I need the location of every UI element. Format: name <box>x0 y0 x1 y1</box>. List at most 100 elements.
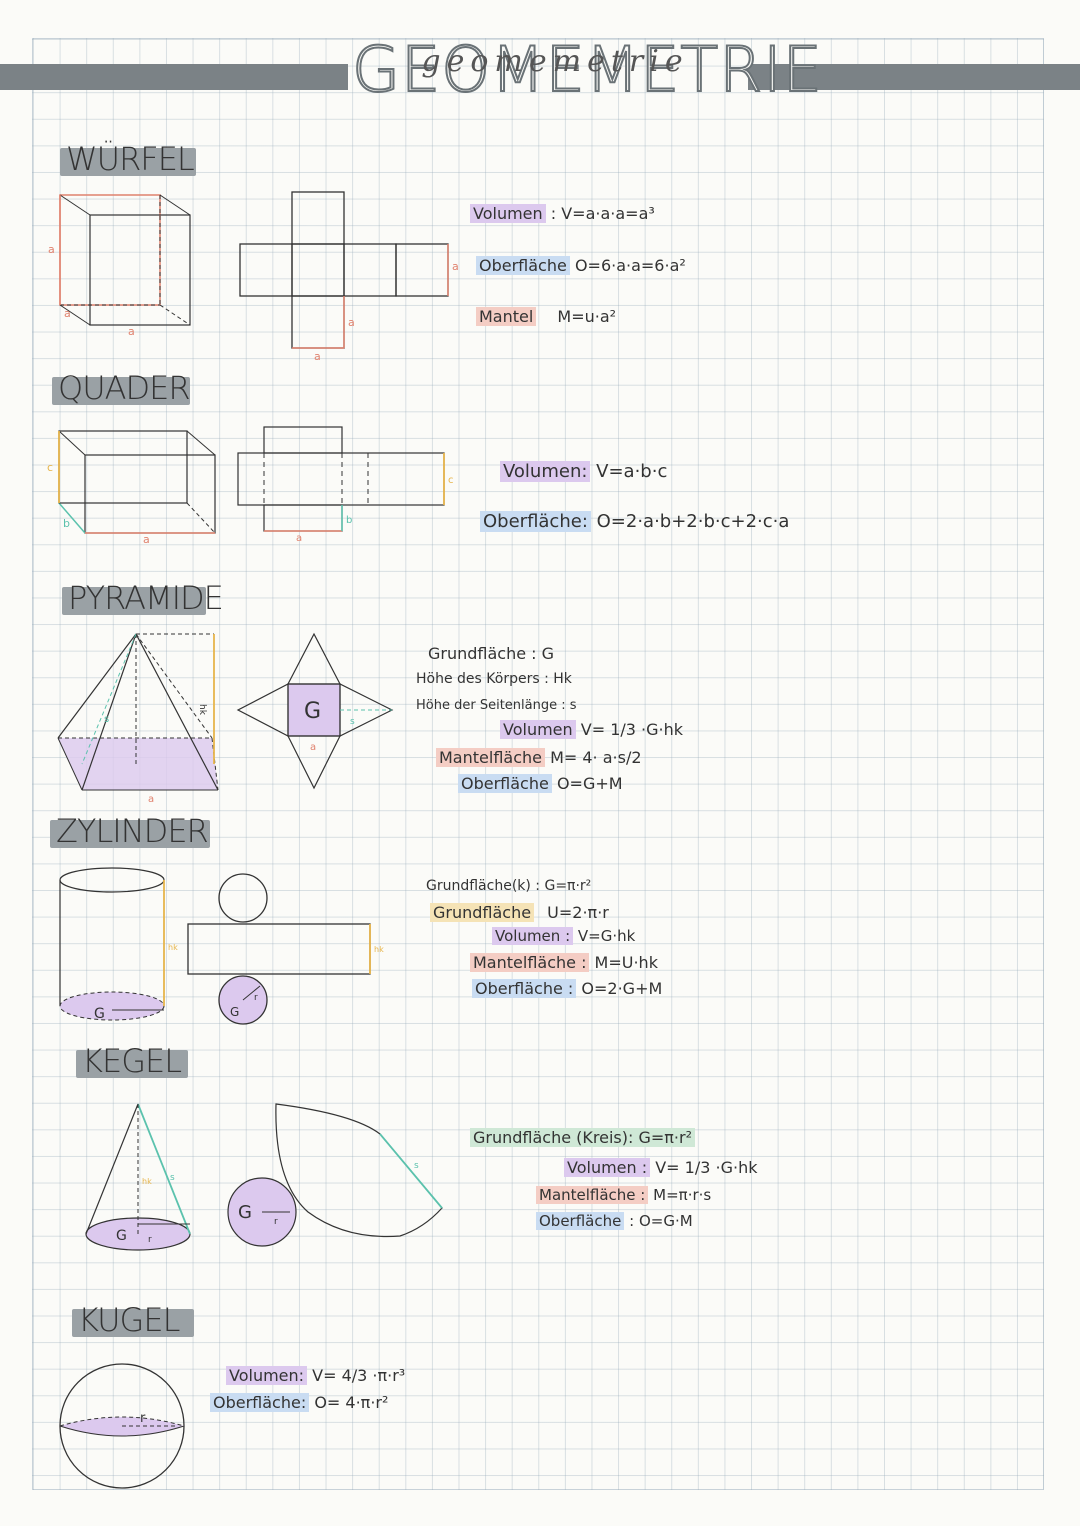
net-label-c: c <box>448 475 454 486</box>
net-label-b: b <box>346 515 352 526</box>
section-heading-wuerfel: WÜRFEL <box>60 140 196 178</box>
cylinder-figure: G hk <box>59 867 178 1022</box>
mantle-label: Mantelfläche : <box>470 953 590 972</box>
section-heading-quader: QUADER <box>52 369 191 407</box>
cube-edge-label: a <box>48 243 55 256</box>
volume-label: Volumen : <box>564 1158 651 1177</box>
sphere-surface-formula: Oberfläche: O= 4·π·r² <box>210 1393 388 1412</box>
cylinder-mantle-formula: Mantelfläche : M=U·hk <box>470 953 658 972</box>
surface-label: Oberfläche <box>476 256 570 275</box>
volume-label: Volumen: <box>226 1366 308 1385</box>
mantle-formula: M=u·a² <box>557 307 617 326</box>
cone-surface-formula: Oberfläche : O=G·M <box>536 1212 693 1230</box>
cube-mantle-formula: Mantel M=u·a² <box>476 307 616 326</box>
surface-label: Oberfläche: <box>210 1393 310 1412</box>
pyramid-height-def: Höhe des Körpers : Hk <box>416 671 572 687</box>
section-label: PYRAMIDE <box>68 579 224 617</box>
volume-formula: V= 4/3 ·π·r³ <box>312 1366 406 1385</box>
volume-label: Volumen : <box>492 927 574 945</box>
cone-label-g: G <box>116 1228 127 1244</box>
cone-net-label-r: r <box>274 1217 278 1227</box>
page-title-script: geomemetrie <box>421 44 689 79</box>
cone-figure: G r hk s <box>85 1103 191 1251</box>
cuboid-label-c: c <box>47 461 53 474</box>
cube-surface-formula: Oberfläche O=6·a·a=6·a² <box>476 256 686 275</box>
volume-formula: V= 1/3 ·G·hk <box>655 1158 758 1177</box>
cone-volume-formula: Volumen : V= 1/3 ·G·hk <box>564 1158 757 1177</box>
section-heading-pyramide: PYRAMIDE <box>62 579 224 617</box>
mantle-label: Mantelfläche <box>436 748 545 767</box>
pyramid-net-base-label: G <box>304 699 321 724</box>
cylinder-net-label-g: G <box>230 1005 239 1019</box>
pyramid-net: G s a <box>236 632 394 790</box>
mantle-formula: M=U·hk <box>594 953 658 972</box>
cuboid-label-a: a <box>143 533 150 546</box>
volume-formula: : V=a·a·a=a³ <box>550 204 655 223</box>
net-edge-label: a <box>348 316 355 329</box>
surface-formula: O=G+M <box>556 774 623 793</box>
cone-label-r: r <box>148 1235 152 1245</box>
pyramid-label-s: s <box>104 714 109 725</box>
cuboid-surface-formula: Oberfläche: O=2·a·b+2·b·c+2·c·a <box>480 511 789 532</box>
cube-net: a a a <box>239 191 459 363</box>
title-band-right <box>748 64 1080 90</box>
pyramid-slant-def: Höhe der Seitenlänge : s <box>416 698 577 713</box>
mantle-formula: M=π·r·s <box>653 1186 712 1204</box>
cylinder-volume-formula: Volumen : V=G·hk <box>492 927 635 945</box>
sphere-figure: r <box>59 1363 185 1489</box>
cuboid-figure: c b a <box>47 430 216 546</box>
surface-label: Oberfläche : <box>472 979 577 998</box>
cuboid-net: c b a <box>237 426 454 544</box>
volume-formula: V=G·hk <box>577 927 636 945</box>
surface-formula: O= 4·π·r² <box>314 1393 389 1412</box>
pyramid-figure: hk s a <box>57 633 219 805</box>
cone-label-hk: hk <box>142 1177 152 1186</box>
pyramid-net-label-a: a <box>310 742 316 753</box>
cone-net: G r s <box>227 1103 443 1247</box>
cuboid-label-b: b <box>63 517 70 530</box>
net-edge-label: a <box>452 260 459 273</box>
pyramid-net-label-s: s <box>350 717 355 727</box>
cube-figure: a a a <box>48 194 191 338</box>
volume-formula: V= 1/3 ·G·hk <box>580 720 683 739</box>
pyramid-mantle-formula: Mantelfläche M= 4· a·s/2 <box>436 748 642 767</box>
section-label: ZYLINDER <box>56 812 209 850</box>
surface-label: Oberfläche <box>458 774 552 793</box>
cone-mantle-formula: Mantelfläche : M=π·r·s <box>536 1186 711 1204</box>
pyramid-label-a: a <box>148 794 154 805</box>
cylinder-net-label-r: r <box>254 993 258 1003</box>
volume-label: Volumen <box>470 204 546 223</box>
cone-label-s: s <box>170 1173 175 1183</box>
pyramid-surface-formula: Oberfläche O=G+M <box>458 774 623 793</box>
cylinder-net: G r hk <box>187 873 384 1025</box>
volume-label: Volumen: <box>500 461 591 482</box>
surface-label: Oberfläche: <box>480 511 591 532</box>
section-heading-kugel: KUGEL <box>72 1301 194 1339</box>
cylinder-base-area: Grundfläche(k) : G=π·r² <box>426 878 592 894</box>
volume-label: Volumen <box>500 720 576 739</box>
section-label: KEGEL <box>82 1042 182 1080</box>
pyramid-volume-formula: Volumen V= 1/3 ·G·hk <box>500 720 683 739</box>
pyramid-label-hk: hk <box>197 704 207 716</box>
surface-formula: O=2·a·b+2·b·c+2·c·a <box>596 511 790 532</box>
page-title: GEOMEMETRIE <box>351 32 823 107</box>
surface-formula: O=6·a·a=6·a² <box>574 256 686 275</box>
volume-formula: V=a·b·c <box>596 461 668 482</box>
cone-base-formula: Grundfläche (Kreis): G=π·r² <box>470 1128 695 1147</box>
net-label-a: a <box>296 533 302 544</box>
cylinder-surface-formula: Oberfläche : O=2·G+M <box>472 979 662 998</box>
cone-net-label-g: G <box>238 1202 252 1223</box>
cone-net-label-s: s <box>414 1161 419 1171</box>
mantle-label: Mantel <box>476 307 537 326</box>
circumference-label: Grundfläche <box>430 903 535 922</box>
section-label: WÜRFEL <box>66 140 195 178</box>
surface-label: Oberfläche <box>536 1212 625 1230</box>
section-label: KUGEL <box>78 1301 180 1339</box>
sphere-label-r: r <box>140 1411 146 1426</box>
cylinder-label-g: G <box>94 1006 105 1022</box>
cuboid-volume-formula: Volumen: V=a·b·c <box>500 461 667 482</box>
pyramid-base-def: Grundfläche : G <box>428 644 555 663</box>
cube-edge-label: a <box>64 307 71 320</box>
surface-formula: O=2·G+M <box>581 979 663 998</box>
section-heading-zylinder: ZYLINDER <box>50 812 210 850</box>
